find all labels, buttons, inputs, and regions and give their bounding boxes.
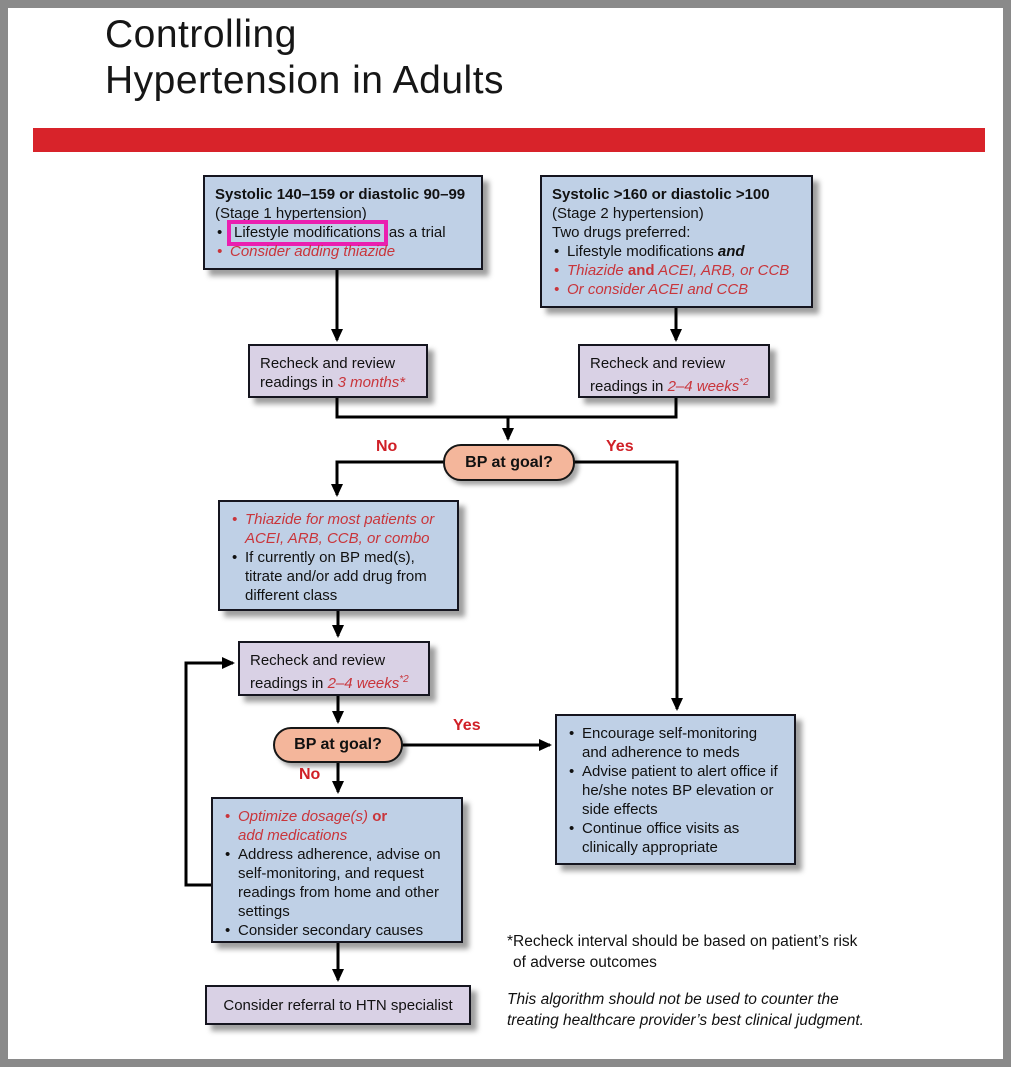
encourage-self-monitoring-box: Encourage self-monitoring and adherence … [555,714,796,865]
stage1-subheading: (Stage 1 hypertension) [215,205,367,222]
recheck-footnote-mark: *2 [739,377,749,388]
recheck-footnote-mark-2: *2 [399,674,409,685]
recheck-interval-footnote: *Recheck interval should be based on pat… [507,933,858,971]
merge-line [335,397,678,419]
bp-at-goal-decision-2: BP at goal? [273,727,403,763]
page-title-line1: Controlling [105,13,297,56]
stage1-heading: Systolic 140–159 or diastolic 90–99 [215,186,466,203]
arrow-decision1-no [331,460,445,497]
stage2-bullet-consider: Or consider ACEI and CCB [552,280,801,299]
optimize-bullet3: Consider secondary causes [223,921,451,940]
recheck-24-weeks-box-middle: Recheck and review readings in 2–4 weeks… [238,641,430,696]
stage2-heading: Systolic >160 or diastolic >100 [552,186,770,203]
recheck-24-weeks-interval: 2–4 weeks [667,378,740,395]
page-title: Controlling Hypertension in Adults [105,12,504,104]
decision1-no-label: No [376,438,398,455]
feedback-loop-line [184,657,235,887]
stage2-bullet-thiazide: Thiazide and ACEI, ARB, or CCB [552,261,801,280]
encourage-bullet1: Encourage self-monitoring and adherence … [567,724,784,762]
thiazide-bullet2: If currently on BP med(s), titrate and/o… [230,548,447,605]
stage1-bullet-lifestyle-rest: as a trial [384,224,446,241]
arrow-decision1-yes [573,460,683,711]
stage1-hypertension-box: Systolic 140–159 or diastolic 90–99 (Sta… [203,175,483,270]
bp-at-goal-decision-1: BP at goal? [443,444,575,481]
decision2-no-label: No [299,766,321,783]
thiazide-treatment-box: Thiazide for most patients or ACEI, ARB,… [218,500,459,611]
recheck-3-months-interval: 3 months* [337,374,406,391]
page-title-line2: Hypertension in Adults [105,59,505,102]
recheck-3-months-box: Recheck and review readings in 3 months* [248,344,428,398]
stage1-bullet-thiazide: Consider adding thiazide [215,242,471,261]
stage2-hypertension-box: Systolic >160 or diastolic >100 (Stage 2… [540,175,813,308]
optimize-bullet2: Address adherence, advise on self-monito… [223,845,451,921]
stage1-bullet-lifestyle: Lifestyle modifications as a trial [215,220,471,246]
recheck-24-weeks-interval-2: 2–4 weeks [327,675,400,692]
encourage-bullet3: Continue office visits as clinically app… [567,819,784,857]
red-accent-bar [33,128,985,152]
stage2-bullet-lifestyle: Lifestyle modifications and [552,242,801,261]
thiazide-bullet1: Thiazide for most patients or ACEI, ARB,… [230,510,447,548]
algorithm-disclaimer: This algorithm should not be used to cou… [507,991,864,1029]
stage2-intro: Two drugs preferred: [552,224,691,241]
encourage-bullet2: Advise patient to alert office if he/she… [567,762,784,819]
stage2-subheading: (Stage 2 hypertension) [552,205,704,222]
decision2-yes-label: Yes [453,717,481,734]
recheck-24-weeks-box-top: Recheck and review readings in 2–4 weeks… [578,344,770,398]
htn-specialist-referral-box: Consider referral to HTN specialist [205,985,471,1025]
decision1-yes-label: Yes [606,438,634,455]
